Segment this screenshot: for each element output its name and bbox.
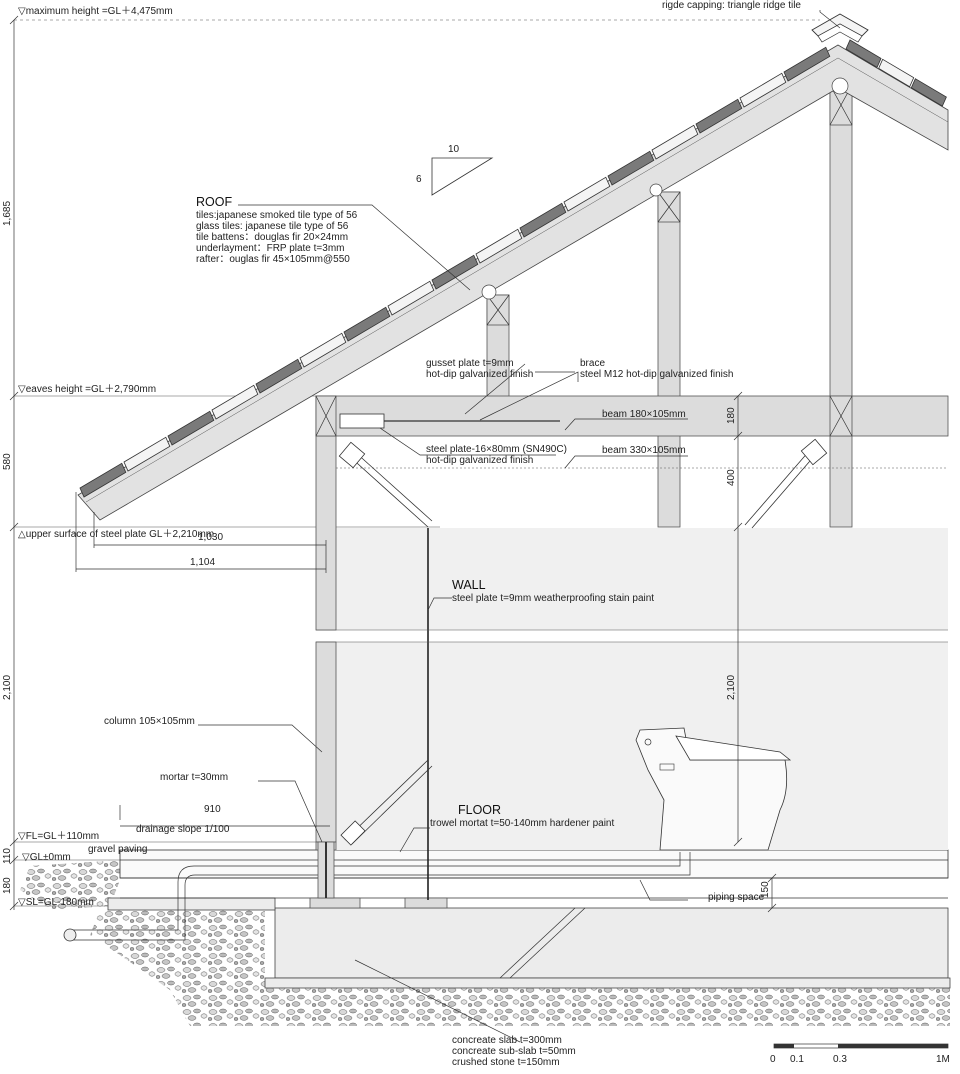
scale-01: 0.1 <box>790 1054 804 1065</box>
drainage-label: drainage slope 1/100 <box>136 824 230 835</box>
dim-left-1685: 1,685 <box>2 201 13 226</box>
steel-plate-line-2: hot-dip galvanized finish <box>426 455 533 466</box>
level-max-height: ▽maximum height =GL＋4,475mm <box>18 6 173 17</box>
roof-tile <box>651 124 699 160</box>
gusset-line-1: gusset plate t=9mm <box>426 358 514 369</box>
roof-tile <box>695 98 743 134</box>
mortar-label: mortar t=30mm <box>160 772 228 783</box>
roof-tile <box>431 254 479 290</box>
level-steel-plate-upper: △upper surface of steel plate GL＋2,210mm <box>18 529 214 540</box>
toilet-fixture <box>635 727 792 851</box>
horizontal-dimensions <box>75 492 327 820</box>
roof-tile <box>519 202 567 238</box>
floor-desc: trowel mortat t=50-140mm hardener paint <box>430 818 614 829</box>
roof-tile <box>211 384 259 420</box>
column-label: column 105×105mm <box>104 716 195 727</box>
level-fl: ▽FL=GL＋110mm <box>18 831 99 842</box>
roof-line-3: tile battens：douglas fir 20×24mm <box>196 232 348 243</box>
slope-rise: 6 <box>416 174 422 185</box>
roof-tile <box>607 150 655 186</box>
roof-line-1: tiles:japanese smoked tile type of 56 <box>196 210 358 221</box>
wall-title: WALL <box>452 578 486 592</box>
dim-right-400: 400 <box>726 469 737 486</box>
roof-tile <box>79 462 127 498</box>
brace-line-1: brace <box>580 358 605 369</box>
steel-plate-line-1: steel plate-16×80mm (SN490C) <box>426 444 567 455</box>
wall-panel <box>316 528 948 900</box>
left-dimension-line <box>9 15 19 911</box>
dim-left-580: 580 <box>2 453 13 470</box>
scale-1m: 1M <box>936 1054 950 1065</box>
roof-tile <box>299 332 347 368</box>
scale-03: 0.3 <box>833 1054 847 1065</box>
slope-run: 10 <box>448 144 460 155</box>
beam-lower-label: beam 330×105mm <box>602 445 686 456</box>
scale-0: 0 <box>770 1054 776 1065</box>
dim-right-2100: 2,100 <box>726 675 737 700</box>
dim-right-180: 180 <box>726 407 737 424</box>
leader-lines <box>120 10 841 1043</box>
right-dimensions <box>733 391 777 913</box>
wall-desc: steel plate t=9mm weatherproofing stain … <box>452 593 654 604</box>
gusset-line-2: hot-dip galvanized finish <box>426 369 533 380</box>
ridge-capping-label: rigde capping: triangle ridge tile <box>662 0 801 11</box>
dim-left-110: 110 <box>2 848 13 864</box>
roof-tile <box>255 358 303 394</box>
level-eaves-height: ▽eaves height =GL＋2,790mm <box>18 384 156 395</box>
brace-line-2: steel M12 hot-dip galvanized finish <box>580 369 733 380</box>
gravel-label: gravel paving <box>88 844 147 855</box>
beam-upper-label: beam 180×105mm <box>602 409 686 420</box>
scale-bar <box>773 1043 949 1049</box>
dim-910: 910 <box>204 804 221 815</box>
dim-1104: 1,104 <box>190 557 215 568</box>
roof-tile <box>387 280 435 316</box>
slab-line-2: concreate sub-slab t=50mm <box>452 1046 576 1057</box>
floor-title: FLOOR <box>458 803 501 817</box>
slab-line-3: crushed stone t=150mm <box>452 1057 560 1068</box>
roof-line-5: rafter：ouglas fir 45×105mm@550 <box>196 254 350 265</box>
roof-tile <box>739 72 787 108</box>
roof-tile <box>878 58 915 88</box>
roof-line-2: glass tiles: japanese tile type of 56 <box>196 221 349 232</box>
roof-tile <box>123 436 171 472</box>
structure <box>315 81 949 899</box>
roof-tile <box>563 176 611 212</box>
dim-right-150: 150 <box>760 881 771 898</box>
roof-tile <box>475 228 523 264</box>
roof-tile <box>910 78 947 107</box>
level-sl: ▽SL=GL-180mm <box>18 897 94 908</box>
roof-line-4: underlayment：FRP plate t=3mm <box>196 243 345 254</box>
dim-left-2100: 2,100 <box>2 675 13 700</box>
roof-tile <box>343 306 391 342</box>
roof-tile <box>845 39 882 68</box>
level-gl: ▽GL±0mm <box>22 852 71 863</box>
slab-line-1: concreate slab t=300mm <box>452 1035 562 1046</box>
piping-label: piping space <box>708 892 765 903</box>
dim-left-180: 180 <box>2 877 13 894</box>
roof-tile <box>783 46 831 82</box>
slope-indicator <box>431 157 494 196</box>
dim-1030: 1,030 <box>198 532 223 543</box>
roof-title: ROOF <box>196 195 232 209</box>
roof-tile <box>167 410 215 446</box>
foundation <box>20 849 951 1026</box>
roof <box>77 13 949 521</box>
